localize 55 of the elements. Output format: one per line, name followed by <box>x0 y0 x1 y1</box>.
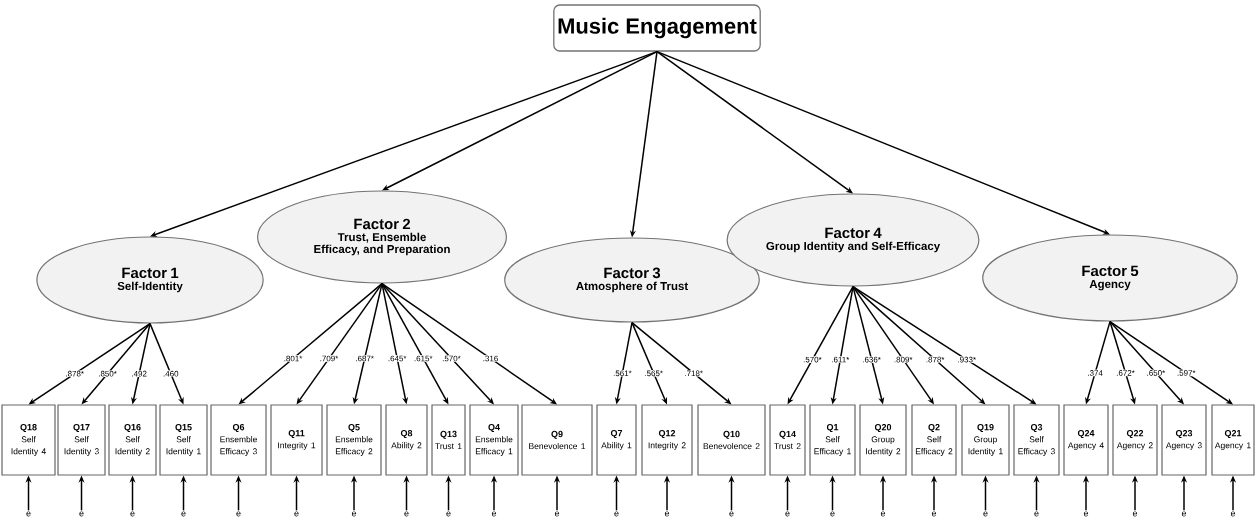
item-box: Q3 Self Efficacy 3 <box>1013 404 1060 476</box>
item-box: Q14 Trust 2 <box>769 404 806 476</box>
error-term: e <box>491 511 497 517</box>
error-term: e <box>931 511 937 517</box>
error-term: e <box>614 511 619 517</box>
item-box: Q9 Benevolence 1 <box>521 404 593 476</box>
error-term: e <box>181 511 186 517</box>
error-term: e <box>554 511 560 517</box>
title-box: Music Engagement <box>553 4 761 52</box>
error-term: e <box>79 511 84 517</box>
item-box: Q12 Integrity 2 <box>641 404 693 476</box>
item-box: Q7 Ability 1 <box>596 404 637 476</box>
error-term: e <box>404 511 409 517</box>
error-term: e <box>1132 511 1138 517</box>
item-box: Q18 Self Identity 4 <box>1 404 56 476</box>
error-term: e <box>1034 511 1039 517</box>
error-term: e <box>1083 511 1089 517</box>
arrow <box>1109 320 1233 405</box>
error-term: e <box>446 511 451 517</box>
item-box: Q21 Agency 1 <box>1211 404 1255 476</box>
item-box: Q6 Ensemble Efficacy 3 <box>210 404 267 476</box>
error-term: e <box>1181 511 1187 517</box>
arrow <box>150 50 658 237</box>
item-box: Q13 Trust 1 <box>431 404 466 476</box>
item-box: Q20 Group Identity 2 <box>859 404 907 476</box>
error-term: e <box>785 511 790 517</box>
arrow <box>656 50 1110 235</box>
error-term: e <box>729 511 734 517</box>
item-box: Q11 Integrity 1 <box>270 404 323 476</box>
item-box: Q15 Self Identity 1 <box>159 404 208 476</box>
arrow <box>656 50 853 194</box>
item-box: Q8 Ability 2 <box>385 404 428 476</box>
error-term: e <box>830 511 835 517</box>
error-term: e <box>664 511 670 517</box>
item-box: Q24 Agency 4 <box>1063 404 1109 476</box>
arrow <box>381 282 557 405</box>
item-box: Q2 Self Efficacy 2 <box>911 404 957 476</box>
error-term: e <box>130 511 135 517</box>
item-box: Q19 Group Identity 1 <box>961 404 1010 476</box>
item-box: Q22 Agency 2 <box>1112 404 1158 476</box>
error-term: e <box>351 511 357 517</box>
item-box: Q17 Self Identity 3 <box>57 404 106 476</box>
error-term: e <box>880 511 886 517</box>
item-box: Q10 Benevolence 2 <box>697 404 766 476</box>
error-term: e <box>26 511 31 517</box>
item-box: Q23 Agency 3 <box>1161 404 1207 476</box>
error-term: e <box>236 511 241 517</box>
error-term: e <box>294 511 299 517</box>
item-box: Q4 Ensemble Efficacy 1 <box>469 404 519 476</box>
item-box: Q16 Self Identity 2 <box>108 404 157 476</box>
arrow <box>382 50 658 191</box>
item-box: Q5 Ensemble Efficacy 2 <box>326 404 382 476</box>
error-term: e <box>983 511 988 517</box>
item-box: Q1 Self Efficacy 1 <box>809 404 856 476</box>
error-term: e <box>1230 511 1236 517</box>
